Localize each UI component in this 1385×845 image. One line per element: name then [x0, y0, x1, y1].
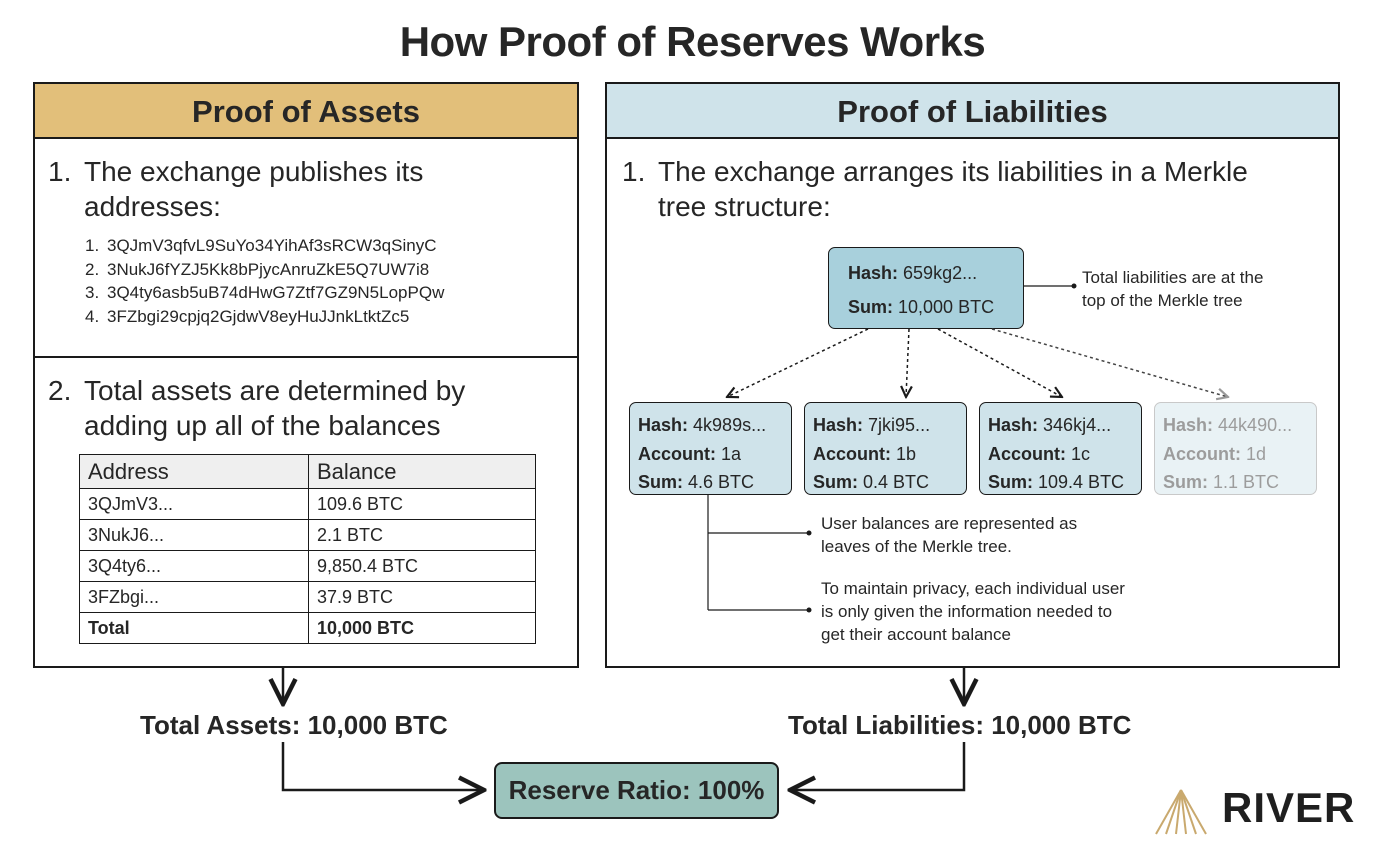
leaf-note-dot [806, 530, 812, 536]
step-text-line2: tree structure: [658, 191, 831, 222]
table-row: 3Q4ty6... 9,850.4 BTC [79, 550, 536, 582]
river-logo-text: RIVER [1222, 784, 1356, 831]
step-number: 2. [48, 375, 72, 406]
leaf-note: User balances are represented as leaves … [821, 514, 1078, 556]
leaf-sum: 4.6 BTC [688, 472, 755, 492]
table-header-row: Address Balance [79, 454, 536, 489]
address-value: 3QJmV3qfvL9SuYo34YihAf3sRCW3qSinyC [107, 236, 437, 255]
leaf-sum: 109.4 BTC [1038, 472, 1125, 492]
merkle-leaf-node: Hash: 346kj4... Account: 1c Sum: 109.4 B… [979, 402, 1142, 495]
address-item: 3.3Q4ty6asb5uB74dHwG7Ztf7GZ9N5LopPQw [85, 283, 445, 302]
page-title: How Proof of Reserves Works [399, 18, 986, 65]
leaf-hash: 7jki95... [868, 415, 931, 435]
liabilities-to-ratio-arrow [790, 742, 966, 790]
step-number: 1. [622, 156, 646, 187]
total-liabilities-label: Total Liabilities: 10,000 BTC [788, 710, 1132, 740]
balance-cell: 9,850.4 BTC [308, 550, 536, 582]
proof-of-assets-panel: Proof of Assets 1. The exchange publishe… [33, 82, 579, 668]
privacy-note-dot [806, 607, 812, 613]
root-hash: 659kg2... [903, 263, 978, 283]
leaf-account: 1b [896, 443, 917, 464]
column-header-address: Address [79, 454, 309, 489]
step-text-line1: The exchange publishes its [84, 156, 424, 187]
leaf-account: 1c [1071, 443, 1091, 464]
total-value-cell: 10,000 BTC [308, 612, 536, 644]
river-logo-icon [1155, 789, 1207, 835]
privacy-note: To maintain privacy, each individual use… [821, 579, 1125, 644]
address-value: 3FZbgi29cpjq2GjdwV8eyHuJJnkLtktZc5 [107, 306, 410, 326]
tree-edge-faded [991, 328, 1228, 397]
balance-table: Address Balance 3QJmV3... 109.6 BTC 3Nuk… [79, 454, 536, 644]
address-cell: 3FZbgi... [79, 581, 309, 613]
assets-panel-header: Proof of Assets [35, 84, 577, 139]
root-sum: 10,000 BTC [898, 297, 995, 317]
balance-cell: 2.1 BTC [308, 519, 536, 551]
leaf-account: 1d [1246, 443, 1267, 464]
leaf-sum: 0.4 BTC [863, 472, 930, 492]
section-divider [35, 356, 577, 358]
table-row: 3NukJ6... 2.1 BTC [79, 519, 536, 551]
step-text-line2: addresses: [84, 191, 221, 222]
step-number: 1. [48, 156, 72, 187]
step-text-line1: Total assets are determined by [84, 375, 466, 406]
assets-step-2: 2. Total assets are determined by adding… [48, 373, 568, 443]
table-total-row: Total 10,000 BTC [79, 612, 536, 644]
leaf-hash: 44k490... [1218, 415, 1293, 435]
address-value: 3Q4ty6asb5uB74dHwG7Ztf7GZ9N5LopPQw [107, 283, 445, 302]
merkle-leaf-node: Hash: 7jki95... Account: 1b Sum: 0.4 BTC [804, 402, 967, 495]
table-row: 3FZbgi... 37.9 BTC [79, 581, 536, 613]
liabilities-panel-header: Proof of Liabilities [607, 84, 1338, 139]
address-item: 1.3QJmV3qfvL9SuYo34YihAf3sRCW3qSinyC [85, 236, 437, 255]
column-header-balance: Balance [308, 454, 536, 489]
merkle-root-node: Hash: 659kg2... Sum: 10,000 BTC [828, 247, 1024, 329]
tree-edge [906, 328, 909, 397]
leaf-hash: 4k989s... [693, 415, 767, 435]
tree-edge [727, 328, 869, 397]
liabilities-step-1: 1. The exchange arranges its liabilities… [622, 154, 1332, 224]
balance-cell: 37.9 BTC [308, 581, 536, 613]
leaf-sum: 1.1 BTC [1213, 472, 1280, 492]
step-text-line2: adding up all of the balances [84, 410, 441, 441]
root-note-dot [1071, 283, 1077, 289]
assets-to-ratio-arrow [281, 742, 484, 790]
total-assets-label: Total Assets: 10,000 BTC [140, 710, 448, 740]
reserve-ratio-box: Reserve Ratio: 100% [494, 762, 779, 819]
total-label-cell: Total [79, 612, 309, 644]
merkle-leaf-node-faded: Hash: 44k490... Account: 1d Sum: 1.1 BTC [1154, 402, 1317, 495]
tree-edge [937, 328, 1062, 397]
leaf-account: 1a [721, 443, 742, 464]
address-item: 2.3NukJ6fYZJ5Kk8bPjycAnruZkE5Q7UW7i8 [85, 259, 430, 279]
merkle-leaf-node: Hash: 4k989s... Account: 1a Sum: 4.6 BTC [629, 402, 792, 495]
proof-of-liabilities-panel: Proof of Liabilities 1. The exchange arr… [605, 82, 1340, 668]
address-value: 3NukJ6fYZJ5Kk8bPjycAnruZkE5Q7UW7i8 [107, 259, 430, 279]
address-item: 4.3FZbgi29cpjq2GjdwV8eyHuJJnkLtktZc5 [85, 306, 410, 326]
step-text-line1: The exchange arranges its liabilities in… [658, 156, 1248, 187]
assets-step-1: 1. The exchange publishes its addresses: [48, 154, 568, 224]
address-list: 1.3QJmV3qfvL9SuYo34YihAf3sRCW3qSinyC 2.3… [85, 234, 444, 328]
root-note: Total liabilities are at the top of the … [1082, 268, 1264, 310]
address-cell: 3NukJ6... [79, 519, 309, 551]
leaf-hash: 346kj4... [1043, 415, 1112, 435]
